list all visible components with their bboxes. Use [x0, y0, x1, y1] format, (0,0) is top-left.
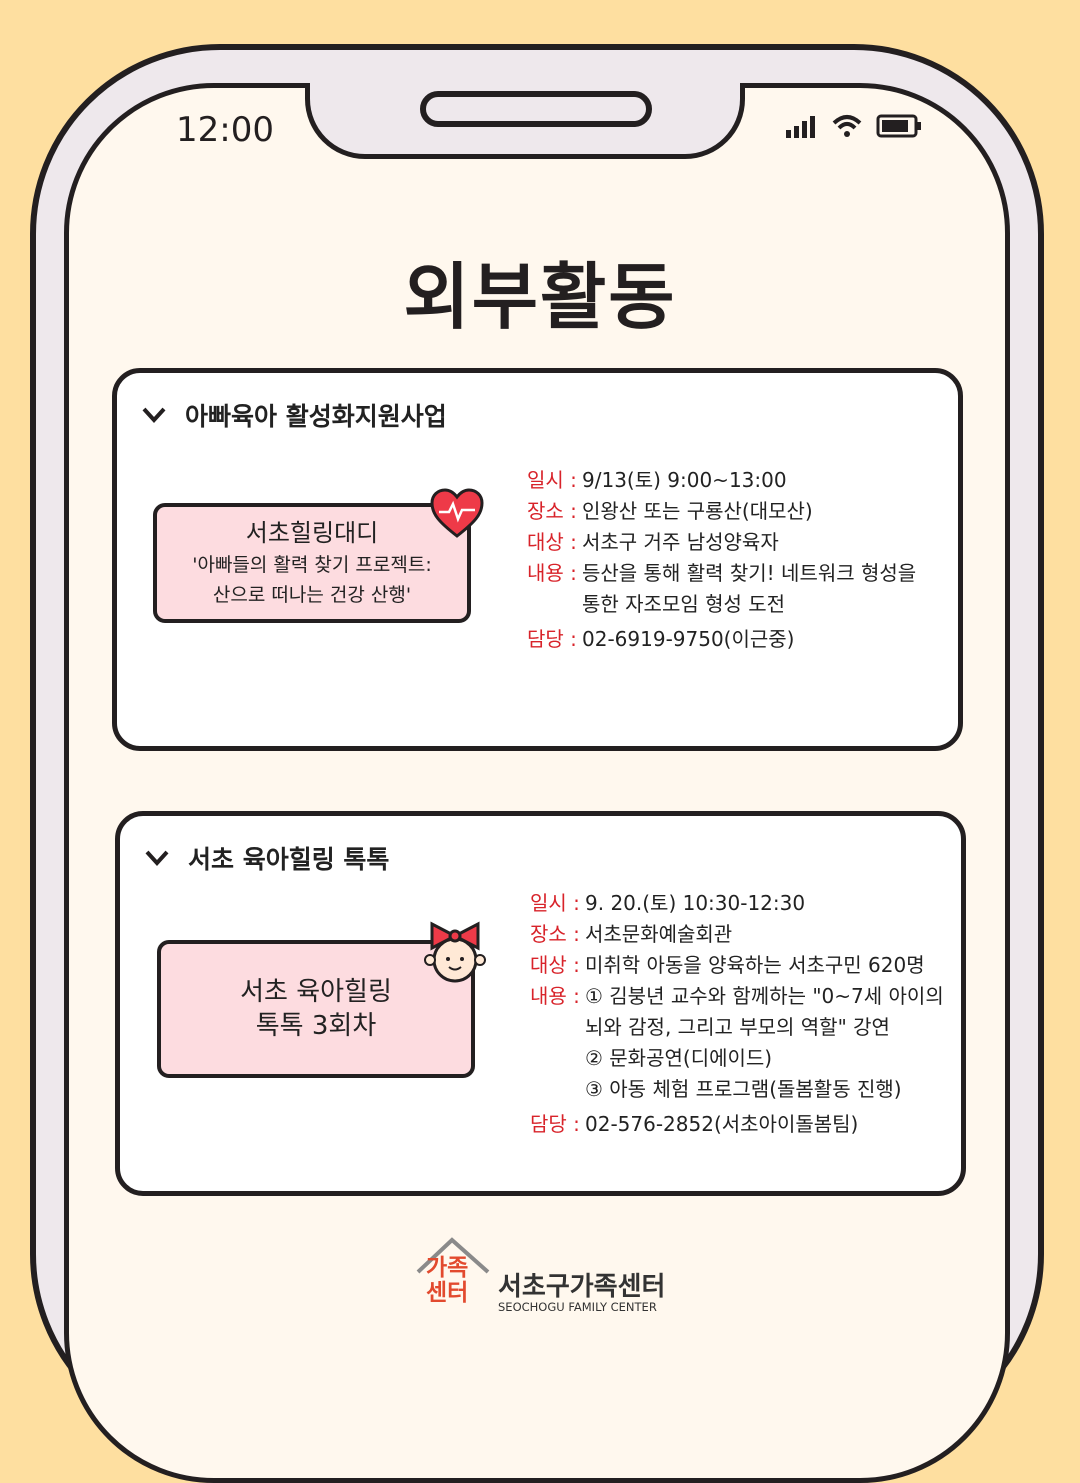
detail-row-place: 장소 :인왕산 또는 구룡산(대모산) — [527, 499, 813, 523]
chevron-down-icon[interactable] — [144, 848, 170, 868]
card-header[interactable]: 아빠육아 활성화지원사업 — [141, 397, 447, 433]
detail-row-target: 대상 :서초구 거주 남성양육자 — [527, 530, 779, 554]
details-list: 일시 :9. 20.(토) 10:30-12:30 장소 :서초문화예술회관 대… — [530, 888, 944, 1140]
detail-row-date: 일시 :9. 20.(토) 10:30-12:30 — [530, 891, 806, 915]
family-center-logo: 가족 센터 서초구가족센터 SEOCHOGU FAMILY CENTER — [414, 1236, 684, 1316]
detail-row-contact: 담당 :02-576-2852(서초아이돌봄팀) — [530, 1112, 859, 1136]
girl-with-bow-icon — [424, 921, 486, 983]
wifi-icon — [832, 115, 862, 137]
badge-title: 서초 육아힐링 — [240, 977, 392, 1007]
signal-icon — [786, 116, 815, 138]
detail-row-place: 장소 :서초문화예술회관 — [530, 922, 733, 946]
activity-card-2: 서초 육아힐링 톡톡 서초 육아힐링 톡톡 3회차 일시 :9. 20.(토) … — [115, 811, 966, 1196]
detail-row-date: 일시 :9/13(토) 9:00~13:00 — [527, 468, 787, 492]
card-title: 아빠육아 활성화지원사업 — [185, 402, 447, 431]
house-roof-icon — [416, 1237, 490, 1274]
program-badge: 서초 육아힐링 톡톡 3회차 — [157, 940, 475, 1078]
badge-subtitle: 산으로 떠나는 건강 산행' — [212, 584, 412, 606]
card-title: 서초 육아힐링 톡톡 — [188, 845, 390, 874]
details-list: 일시 :9/13(토) 9:00~13:00 장소 :인왕산 또는 구룡산(대모… — [527, 465, 916, 655]
program-badge: 서초힐링대디 '아빠들의 활력 찾기 프로젝트: 산으로 떠나는 건강 산행' — [153, 503, 471, 623]
status-icons — [786, 114, 922, 138]
heart-icon — [430, 488, 484, 538]
status-time: 12:00 — [176, 110, 274, 150]
card-header[interactable]: 서초 육아힐링 톡톡 — [144, 840, 389, 876]
detail-row-target: 대상 :미취학 아동을 양육하는 서초구민 620명 — [530, 953, 925, 977]
chevron-down-icon[interactable] — [141, 405, 167, 425]
detail-row-contact: 담당 :02-6919-9750(이근중) — [527, 627, 795, 651]
badge-subtitle: '아빠들의 활력 찾기 프로젝트: — [192, 554, 432, 576]
speaker-bar — [420, 91, 652, 127]
logo-mark: 가족 센터 — [426, 1255, 469, 1306]
badge-title: 톡톡 3회차 — [255, 1011, 377, 1041]
org-name-en: SEOCHOGU FAMILY CENTER — [498, 1300, 657, 1314]
page-title: 외부활동 — [403, 255, 677, 339]
activity-card-1: 아빠육아 활성화지원사업 서초힐링대디 '아빠들의 활력 찾기 프로젝트: 산으… — [112, 368, 963, 751]
badge-title: 서초힐링대디 — [245, 519, 379, 547]
phone-screen — [64, 83, 1010, 1483]
org-name: 서초구가족센터 — [498, 1272, 666, 1302]
battery-icon — [876, 114, 921, 138]
